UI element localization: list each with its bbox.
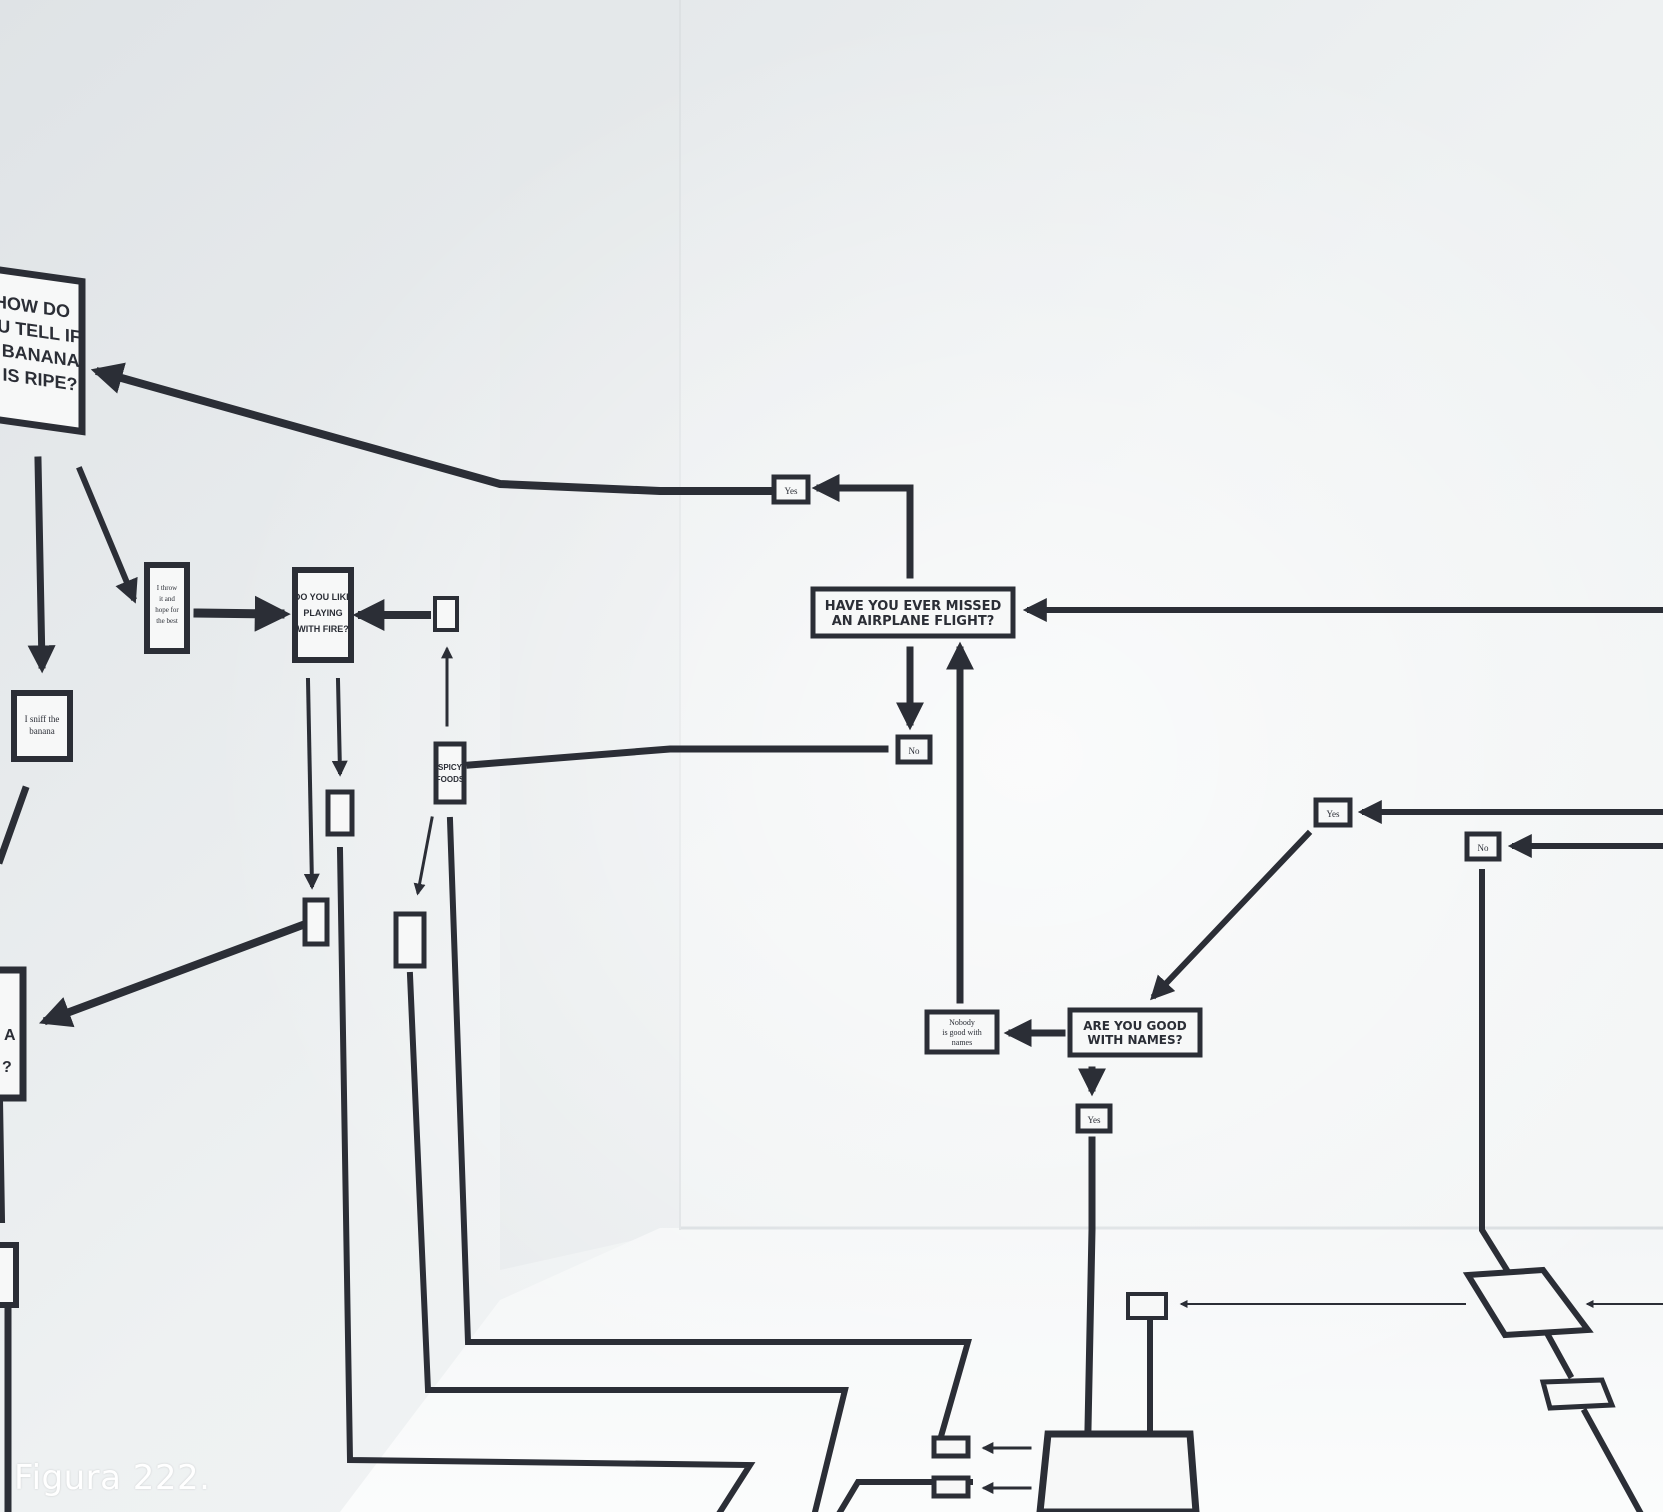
left-bottom-partial-box	[0, 1245, 16, 1305]
missed-flight-box: HAVE YOU EVER MISSED AN AIRPLANE FLIGHT?	[813, 589, 1013, 636]
fire-question-box: DO YOU LIKE PLAYING WITH FIRE?	[294, 570, 352, 660]
nobody-good-box: Nobody is good with names	[927, 1012, 997, 1052]
spicy-foods-line1: SPICY	[438, 763, 463, 772]
spicy-foods-line2: FOODS	[436, 775, 465, 784]
left-partial-box: A ?	[0, 970, 23, 1098]
yes-right-label: Yes	[1326, 809, 1340, 819]
no-mid-label: No	[909, 746, 920, 756]
figure-caption: Figura 222.	[14, 1458, 210, 1498]
yes-right-box: Yes	[1316, 800, 1350, 825]
sniff-banana-line1: I sniff the	[25, 714, 60, 724]
good-with-names-box: ARE YOU GOOD WITH NAMES?	[1070, 1010, 1200, 1055]
floor-box-center	[1040, 1434, 1196, 1512]
throw-it-line4: the best	[156, 617, 178, 625]
yes-bottom-box: Yes	[1078, 1106, 1110, 1131]
throw-it-box: I throw it and hope for the best	[147, 565, 187, 651]
good-with-names-line2: WITH NAMES?	[1087, 1033, 1182, 1047]
missed-flight-line1: HAVE YOU EVER MISSED	[825, 599, 1002, 614]
no-right-label: No	[1478, 843, 1489, 853]
no-right-box: No	[1467, 834, 1499, 859]
no-mid-box: No	[898, 737, 930, 762]
nobody-good-line3: names	[952, 1038, 972, 1047]
left-partial-line2: ?	[2, 1059, 12, 1076]
banana-question-box: HOW DO OU TELL IF A BANANA IS RIPE?	[0, 268, 82, 432]
left-partial-line1: A	[4, 1027, 16, 1044]
yes-top-label: Yes	[784, 486, 798, 496]
fire-question-line1: DO YOU LIKE	[294, 592, 352, 602]
small-box-fire-below	[328, 792, 352, 834]
good-with-names-line1: ARE YOU GOOD	[1083, 1019, 1187, 1033]
floor-box-tiny-2	[934, 1478, 968, 1496]
small-box-fire-right	[435, 598, 457, 630]
throw-it-line2: it and	[159, 595, 175, 603]
throw-it-line3: hope for	[155, 606, 179, 614]
sniff-banana-line2: banana	[29, 726, 54, 736]
missed-flight-line2: AN AIRPLANE FLIGHT?	[832, 614, 995, 629]
small-box-left-lower	[305, 900, 327, 944]
yes-top-box: Yes	[774, 477, 808, 502]
floor-box-small	[1128, 1294, 1166, 1318]
floor-box-right-small	[1543, 1380, 1612, 1408]
nobody-good-line2: is good with	[942, 1028, 982, 1037]
small-box-spicy-below	[396, 914, 424, 966]
fire-question-line2: PLAYING	[303, 608, 342, 618]
spicy-foods-box: SPICY FOODS	[436, 744, 465, 802]
sniff-banana-box: I sniff the banana	[14, 693, 70, 759]
fire-question-line3: WITH FIRE?	[297, 624, 349, 634]
floor-box-tiny-1	[934, 1438, 968, 1456]
nobody-good-line1: Nobody	[949, 1018, 975, 1027]
throw-it-line1: I throw	[157, 584, 178, 592]
yes-bottom-label: Yes	[1087, 1115, 1101, 1125]
